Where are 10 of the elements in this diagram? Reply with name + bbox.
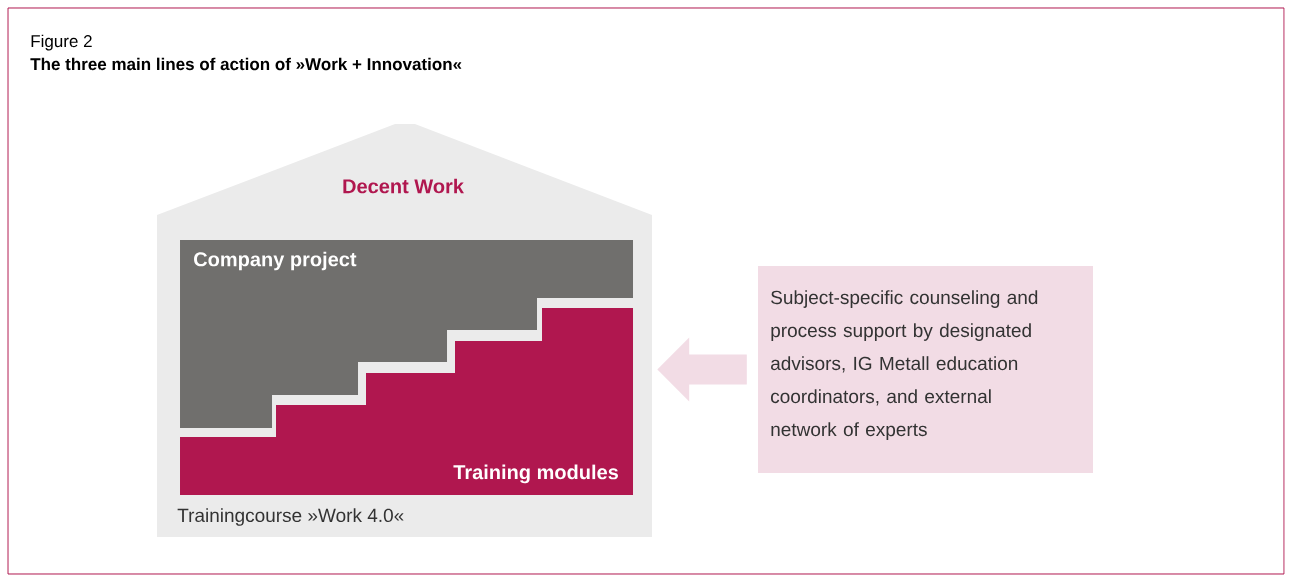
title: The three main lines of action of »Work + Innovation«: [30, 57, 462, 71]
staircase-block: [180, 240, 633, 428]
support-text: Subject-specific counseling and process support by designated advisors, IG Metall education coordinators, and external network of experts: [771, 290, 1038, 440]
block-label: Training modules: [453, 464, 618, 484]
house-label: Decent Work: [343, 178, 464, 194]
text-box: [758, 266, 1093, 473]
figure-number: Figure 2: [31, 34, 92, 51]
course-label: Trainingcourse »Work 4.0«: [177, 508, 404, 526]
block-label: Company project: [194, 251, 357, 271]
staircase-block: [180, 308, 633, 495]
